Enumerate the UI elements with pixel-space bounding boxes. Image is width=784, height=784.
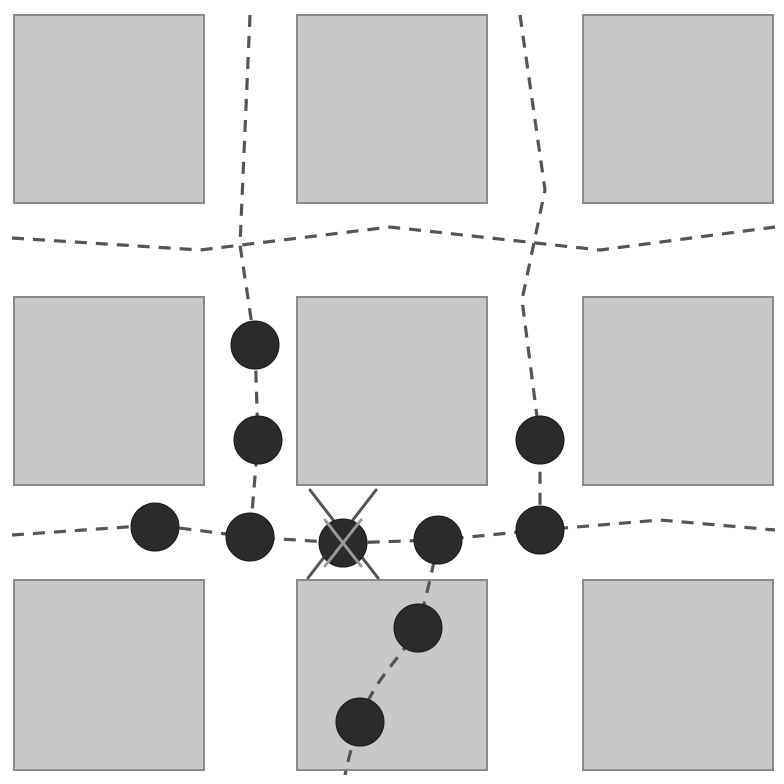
block-top-right [582, 14, 774, 204]
node-left-intersection [225, 512, 275, 562]
node-left-upper [230, 320, 280, 370]
path-upper-horizontal [11, 225, 776, 252]
node-right-middle [515, 415, 565, 465]
dashed-paths [11, 14, 776, 776]
blocked-node-cross-overlay [323, 518, 363, 568]
path-lower-horizontal [11, 518, 776, 545]
node-far-left [130, 502, 180, 552]
path-diverging-curve [343, 539, 440, 776]
node-center-right [413, 515, 463, 565]
path-left-vertical [238, 14, 260, 538]
block-bottom-right [582, 579, 774, 771]
path-nodes [130, 320, 565, 747]
block-bottom-center [296, 579, 488, 771]
block-middle-left [13, 296, 205, 486]
city-blocks [13, 14, 774, 771]
node-right-intersection [515, 505, 565, 555]
block-top-center [296, 14, 488, 204]
block-bottom-left [13, 579, 205, 771]
block-middle-center [296, 296, 488, 486]
node-left-middle [233, 415, 283, 465]
node-diverging-lower [335, 697, 385, 747]
block-top-left [13, 14, 205, 204]
node-diverging-upper [393, 603, 443, 653]
block-middle-right [582, 296, 774, 486]
